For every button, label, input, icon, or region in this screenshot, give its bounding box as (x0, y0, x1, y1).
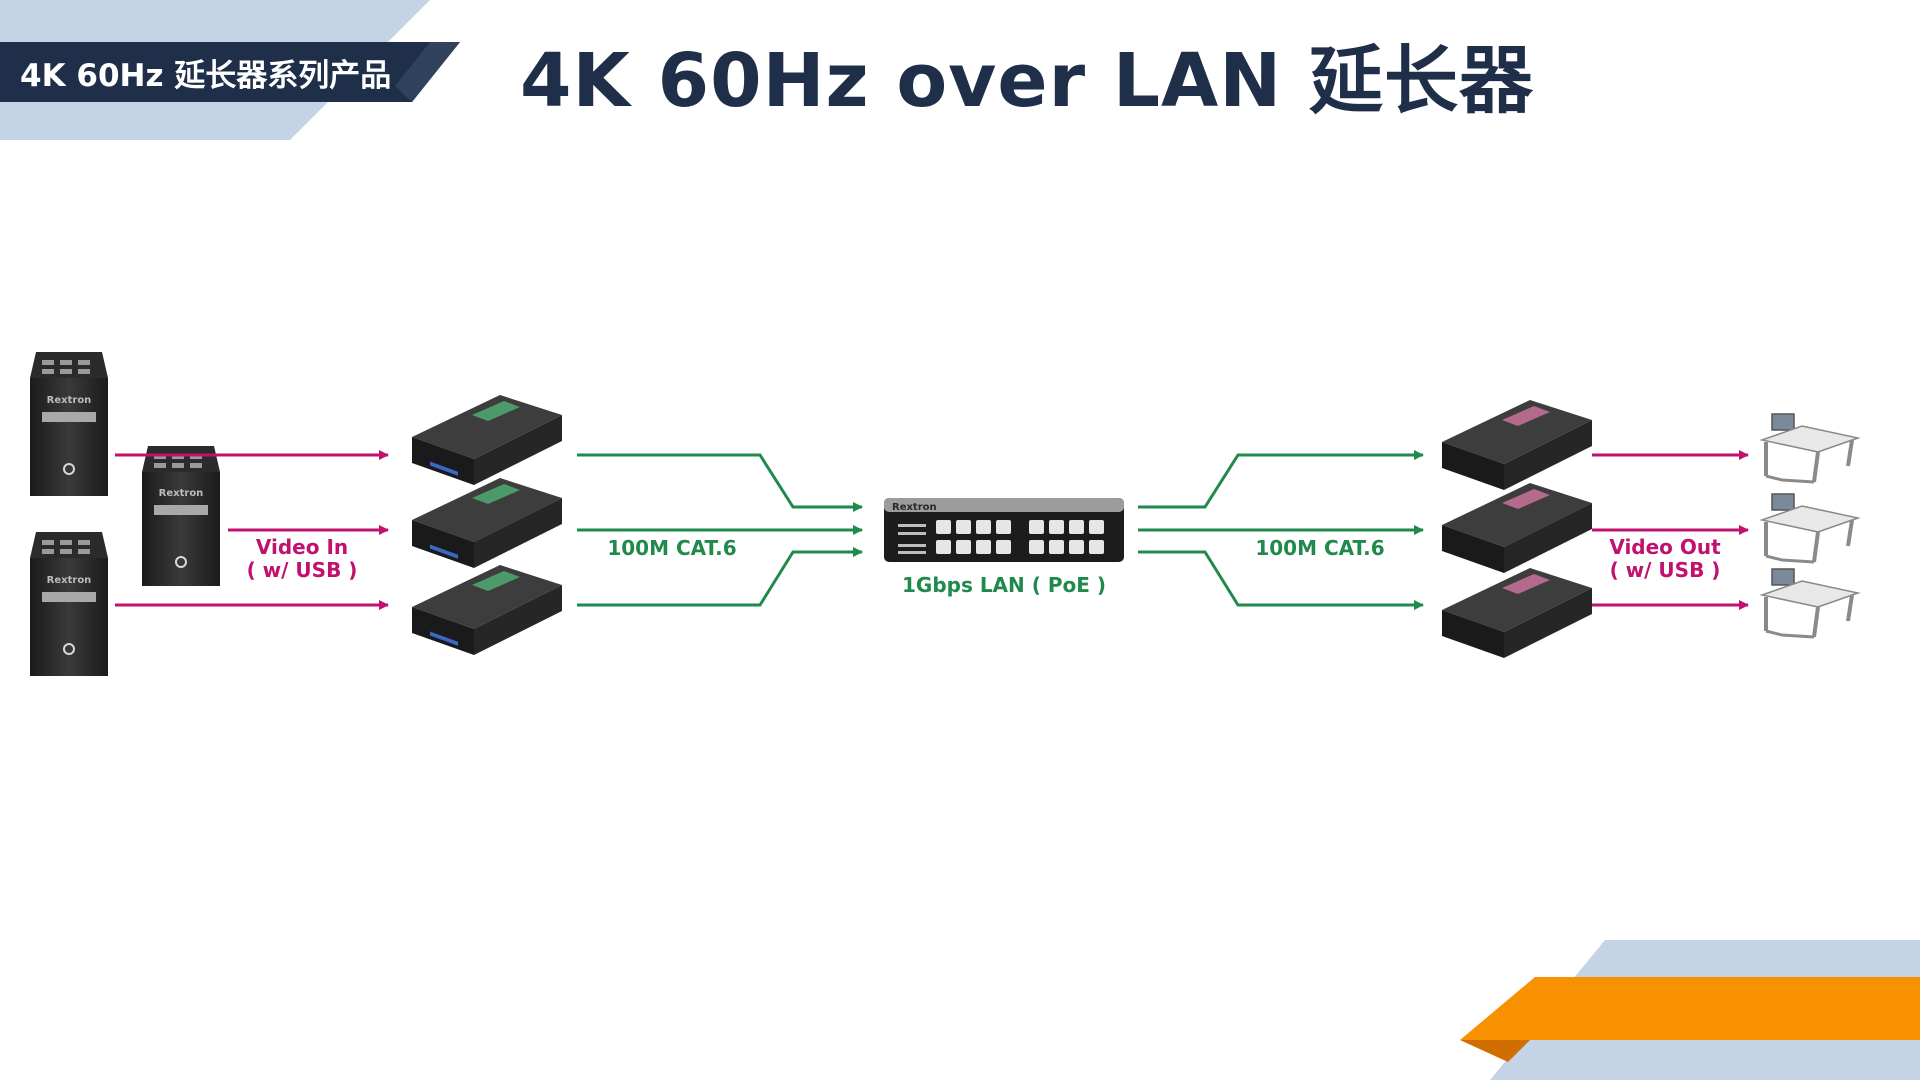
video-in-label-line2: ( w/ USB ) (246, 558, 358, 582)
workstation-desk (1759, 413, 1861, 484)
source-pc (30, 352, 108, 496)
transmitter-unit (412, 478, 562, 568)
video-in-label-line1: Video In (255, 535, 349, 559)
video-out-label: Video Out ( w/ USB ) (1600, 536, 1730, 582)
receiver-unit (1442, 568, 1592, 658)
header-banner (0, 0, 460, 140)
footer-decoration (1460, 940, 1920, 1080)
cable-label-right: 100M CAT.6 (1255, 536, 1385, 560)
switch-brand: Rextron (892, 502, 937, 513)
transmitter-unit (412, 565, 562, 655)
video-out-label-line1: Video Out (1609, 535, 1721, 559)
receiver-unit (1442, 400, 1592, 490)
page-title: 4K 60Hz over LAN 延长器 (520, 38, 1534, 124)
receiver-unit (1442, 483, 1592, 573)
switch-label: 1Gbps LAN ( PoE ) (901, 573, 1107, 597)
transmitter-unit (412, 395, 562, 485)
cable-label-left: 100M CAT.6 (607, 536, 737, 560)
video-out-label-line2: ( w/ USB ) (1609, 558, 1721, 582)
source-pc-brand: Rextron (47, 575, 92, 586)
header-tag: 4K 60Hz 延长器系列产品 (20, 58, 392, 94)
workstation-desk (1759, 568, 1861, 639)
video-in-label: Video In ( w/ USB ) (240, 536, 364, 582)
source-pc-brand: Rextron (159, 488, 204, 499)
video-out-arrows (1592, 450, 1749, 610)
source-pc (30, 532, 108, 676)
lan-cable-right (1138, 450, 1424, 610)
video-in-arrows (115, 450, 389, 610)
network-switch (884, 498, 1124, 562)
workstation-desk (1759, 493, 1861, 564)
source-pc-brand: Rextron (47, 395, 92, 406)
lan-cable-left (577, 453, 863, 607)
source-pc (142, 446, 220, 586)
